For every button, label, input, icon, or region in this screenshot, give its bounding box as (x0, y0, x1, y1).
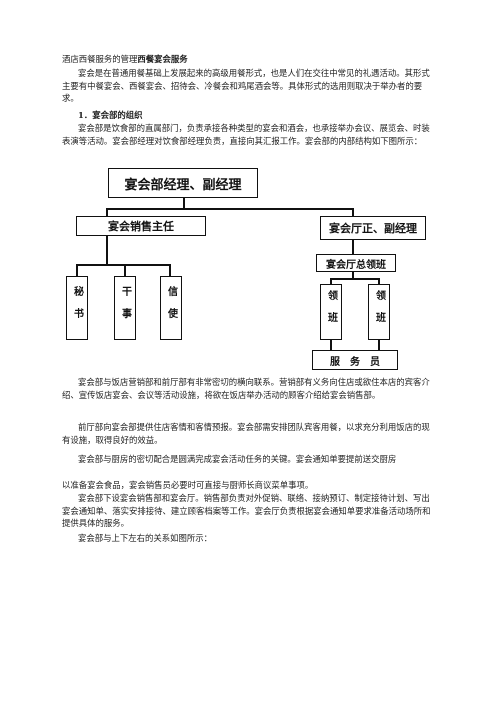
paragraph-kitchen: 宴会部与厨房的密切配合是圆满完成宴会活动任务的关键。宴会通知单要提前送交厨房 (78, 454, 397, 464)
org-box-secretary: 秘书 (66, 276, 88, 340)
paragraph-subdivisions: 宴会部下设宴会销售部和宴会厅。销售部负责对外促销、联络、接纳预订、制定接待计划、… (62, 493, 431, 529)
org-box-clerk: 干事 (114, 276, 136, 340)
org-box-captain-1: 领班 (320, 284, 342, 340)
org-box-waiters: 服 务 员 (312, 350, 398, 370)
paragraph-kitchen-cont: 以准备宴会食品，宴会销售员必要时可直接与厨师长商议菜单事项。 (62, 480, 314, 490)
org-chart: 宴会部经理、副经理 宴会销售主任 宴会厅正、副经理 宴会厅总领班 秘书 干事 信… (66, 166, 426, 374)
org-box-hall-head: 宴会厅正、副经理 (320, 216, 426, 240)
paragraph-organization: 宴会部是饮食部的直属部门，负责承接各种类型的宴会和酒会，也承接举办会议、展览会、… (62, 123, 430, 146)
title-prefix: 酒店西餐服务的管理 (62, 54, 138, 64)
paragraph-intro: 宴会是在普通用餐基础上发展起来的高级用餐形式，也是人们在交往中常见的礼遇活动。其… (62, 68, 430, 104)
paragraph-closing: 宴会部与上下左右的关系如图所示： (78, 533, 212, 543)
section-heading: 1．宴会部的组织 (78, 110, 143, 120)
org-box-messenger: 信使 (160, 276, 182, 340)
org-box-captain-2: 领班 (368, 284, 390, 340)
org-box-sales-head: 宴会销售主任 (76, 216, 206, 236)
org-box-hall-captain: 宴会厅总领班 (316, 254, 396, 272)
title-bold: 西餐宴会服务 (137, 54, 188, 64)
org-box-manager: 宴会部经理、副经理 (108, 168, 258, 198)
paragraph-front-office: 前厅部向宴会部提供住店客情和客情预报。宴会部需安排团队宾客用餐，以求充分利用饭店… (62, 422, 430, 445)
paragraph-relations: 宴会部与饭店营销部和前厅部有非常密切的横向联系。营销部有义务向住店或欲住本店的宾… (62, 377, 430, 400)
document-title: 酒店西餐服务的管理西餐宴会服务 (62, 53, 434, 66)
